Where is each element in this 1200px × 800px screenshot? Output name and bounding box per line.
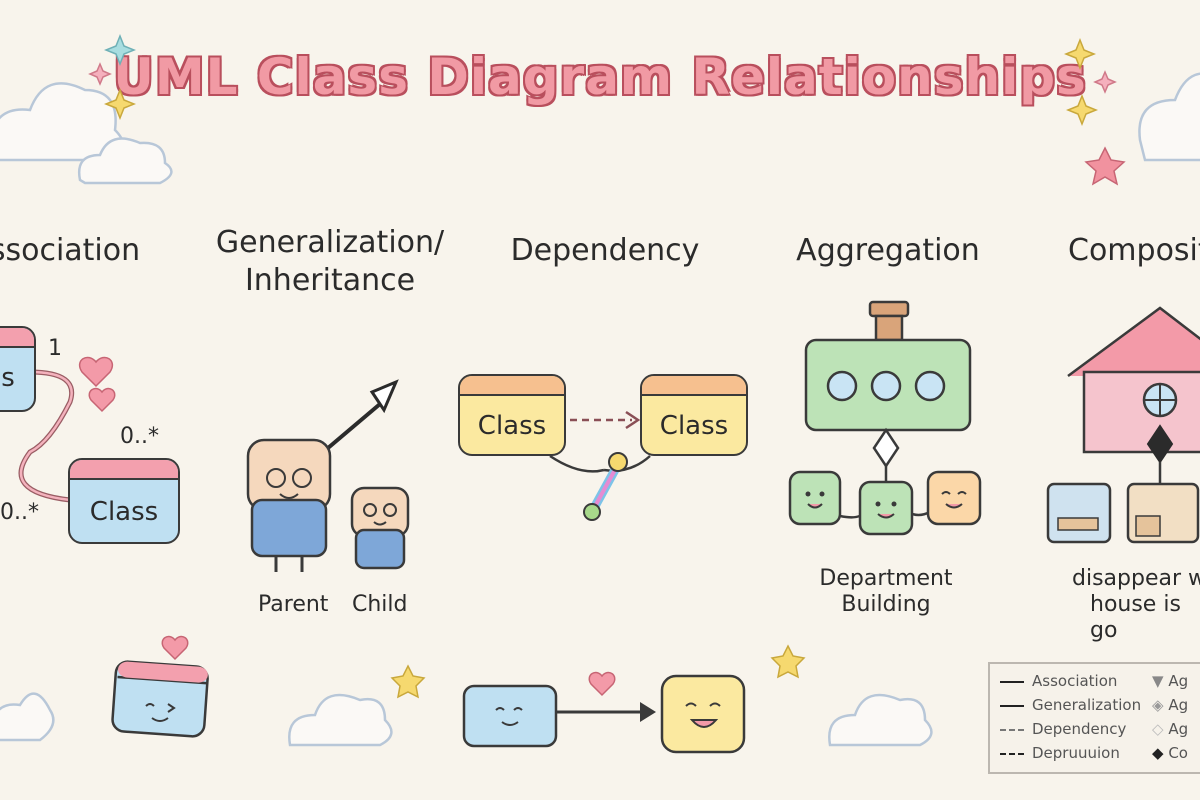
multiplicity-many-left: 0..* bbox=[0, 500, 39, 525]
caption-line: house is go bbox=[1090, 592, 1181, 643]
blue-block-character-icon bbox=[462, 684, 558, 748]
association-class-bottom: Class bbox=[68, 458, 180, 544]
triangle-arrow-icon bbox=[369, 379, 399, 414]
bottom-characters bbox=[111, 660, 656, 748]
aggregation-caption: Department Building bbox=[786, 566, 986, 618]
legend-label: Ag bbox=[1168, 696, 1189, 714]
heading-association: ssociation bbox=[0, 233, 141, 268]
building-icon bbox=[804, 300, 972, 432]
class-label: Class bbox=[477, 411, 547, 441]
legend-label: Ag bbox=[1168, 720, 1189, 738]
sparkle-icon bbox=[1063, 37, 1097, 71]
page-title: UML Class Diagram Relationships bbox=[113, 48, 1087, 106]
sparkle-icon bbox=[88, 62, 112, 86]
legend-label: Association bbox=[1032, 672, 1118, 690]
sparkle-icon bbox=[1065, 93, 1099, 127]
heart-icon bbox=[78, 356, 114, 388]
class-label: Class bbox=[659, 411, 729, 441]
cloud-icon bbox=[0, 692, 55, 742]
legend-item: Generalization bbox=[1000, 696, 1141, 714]
legend-label: Co bbox=[1168, 744, 1188, 762]
heading-generalization: Generalization/ Inheritance bbox=[205, 224, 455, 300]
legend-label: Generalization bbox=[1032, 696, 1142, 714]
dependency-class-right: Class bbox=[640, 374, 748, 456]
legend-item: ◈ Ag bbox=[1152, 696, 1188, 714]
caption-line: Department bbox=[819, 566, 953, 591]
dependency-class-left: Class bbox=[458, 374, 566, 456]
yellow-block-character bbox=[660, 674, 746, 754]
diamond-outline-icon bbox=[872, 427, 900, 469]
multiplicity-many: 0..* bbox=[120, 424, 159, 449]
legend-item: ◆ Co bbox=[1152, 744, 1188, 762]
composition-caption: disappear w house is go bbox=[1072, 566, 1200, 644]
legend-label: Depruuuion bbox=[1032, 744, 1120, 762]
association-class-top: s bbox=[0, 326, 36, 412]
legend-label: Ag bbox=[1168, 672, 1189, 690]
child-character-icon bbox=[350, 486, 410, 570]
aggregation-figure bbox=[788, 300, 982, 536]
heart-icon bbox=[161, 635, 189, 661]
heading-composition: Composit bbox=[1068, 233, 1200, 268]
composition-figure bbox=[1046, 306, 1200, 544]
blue-class-character-icon bbox=[111, 660, 209, 738]
legend-label: Dependency bbox=[1032, 720, 1127, 738]
caption-line: Building bbox=[841, 592, 931, 617]
star-icon bbox=[770, 644, 806, 679]
heading-dependency: Dependency bbox=[510, 233, 700, 268]
cloud-icon bbox=[828, 693, 933, 747]
star-icon bbox=[390, 664, 426, 699]
kitchen-icon bbox=[1126, 482, 1200, 544]
arrow-head-icon bbox=[640, 702, 656, 722]
class-label: s bbox=[1, 363, 15, 393]
caption-line: disappear w bbox=[1072, 566, 1200, 591]
house-icon bbox=[1067, 306, 1200, 454]
cloud-icon bbox=[1138, 72, 1200, 162]
heading-aggregation: Aggregation bbox=[796, 233, 980, 268]
legend-item: Depruuuion bbox=[1000, 744, 1120, 762]
generalization-figure bbox=[246, 379, 410, 572]
diamond-outline-icon: ◇ bbox=[1152, 720, 1164, 738]
legend-item: ◇ Ag bbox=[1152, 720, 1188, 738]
child-label: Child bbox=[352, 592, 408, 617]
parent-label: Parent bbox=[258, 592, 329, 617]
triangle-down-icon: ▼ bbox=[1152, 672, 1164, 690]
parent-character-icon bbox=[246, 438, 332, 572]
cloud-icon bbox=[77, 137, 173, 185]
legend-item: ▼ Ag bbox=[1152, 672, 1188, 690]
dependency-arrow bbox=[549, 410, 651, 521]
heading-line: Inheritance bbox=[244, 263, 416, 298]
diamond-outline-icon: ◈ bbox=[1152, 696, 1164, 714]
department-block-icon bbox=[788, 470, 842, 526]
cloud-icon bbox=[288, 693, 393, 747]
sparkle-icon bbox=[103, 87, 137, 121]
legend: Association Generalization Dependency De… bbox=[988, 662, 1200, 774]
wrench-icon bbox=[583, 452, 628, 521]
legend-item: Dependency bbox=[1000, 720, 1126, 738]
legend-item: Association bbox=[1000, 672, 1117, 690]
diamond-filled-icon: ◆ bbox=[1152, 744, 1164, 762]
class-label: Class bbox=[89, 497, 159, 527]
star-icon bbox=[1084, 146, 1126, 186]
sparkle-icon bbox=[103, 33, 137, 67]
heading-line: Generalization/ bbox=[215, 225, 445, 260]
multiplicity-one: 1 bbox=[48, 336, 62, 361]
heart-icon bbox=[588, 671, 616, 697]
department-block-icon bbox=[926, 470, 982, 526]
department-block-icon bbox=[858, 480, 914, 536]
heart-icon bbox=[88, 387, 116, 413]
bedroom-icon bbox=[1046, 482, 1112, 544]
sparkle-icon bbox=[1093, 70, 1117, 94]
association-connector bbox=[18, 369, 74, 503]
